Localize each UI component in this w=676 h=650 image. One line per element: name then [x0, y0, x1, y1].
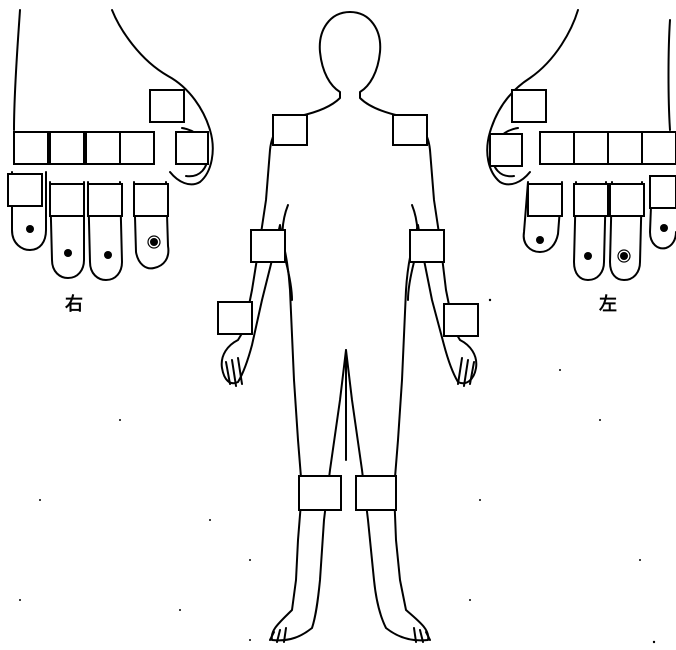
right-finger-pad-1 — [8, 174, 42, 206]
body-pads — [218, 115, 478, 510]
right-palm-pad-2 — [50, 132, 84, 164]
right-palm-pad-4 — [120, 132, 154, 164]
right-finger-pad-3 — [88, 184, 122, 216]
right-fingertip-dot-1 — [26, 225, 34, 233]
left-elbow-pad — [410, 230, 444, 262]
left-thumb-pad — [490, 134, 522, 166]
left-upper-thumb-pad — [512, 90, 546, 122]
left-finger-pad-1 — [528, 184, 562, 216]
left-fingertip-dot-3 — [620, 252, 628, 260]
body-outline — [222, 12, 477, 640]
left-palm-pad-2 — [574, 132, 608, 164]
left-knee-pad — [356, 476, 396, 510]
left-fingertip-dot-1 — [536, 236, 544, 244]
left-fingertip-dot-2 — [584, 252, 592, 260]
left-fingertip-dot-4 — [660, 224, 668, 232]
left-wrist-pad — [444, 304, 478, 336]
right-wrist-pad — [218, 302, 252, 334]
right-fingertip-dot-4 — [150, 238, 158, 246]
right-palm-pad-3 — [86, 132, 120, 164]
left-hand-label: 左 — [599, 293, 617, 315]
left-palm-pad-3 — [608, 132, 642, 164]
left-palm-pad-1 — [540, 132, 574, 164]
right-thumb-pad — [176, 132, 208, 164]
body-figure — [222, 12, 477, 642]
right-upper-thumb-pad — [150, 90, 184, 122]
right-shoulder-pad — [273, 115, 307, 145]
right-hand-label: 右 — [65, 293, 83, 315]
left-finger-pad-2 — [574, 184, 608, 216]
scan-specks — [19, 299, 655, 643]
right-knee-pad — [299, 476, 341, 510]
right-fingertip-dot-3 — [104, 251, 112, 259]
right-finger-pad-4 — [134, 184, 168, 216]
left-finger-pad-3 — [610, 184, 644, 216]
right-hand: 右 — [8, 10, 213, 315]
right-elbow-pad — [251, 230, 285, 262]
right-palm-pad-1 — [14, 132, 48, 164]
left-shoulder-pad — [393, 115, 427, 145]
left-palm-pad-4 — [642, 132, 676, 164]
right-finger-pad-2 — [50, 184, 84, 216]
left-hand: 左 — [487, 10, 676, 315]
left-finger-pad-4 — [650, 176, 676, 208]
right-fingertip-dot-2 — [64, 249, 72, 257]
